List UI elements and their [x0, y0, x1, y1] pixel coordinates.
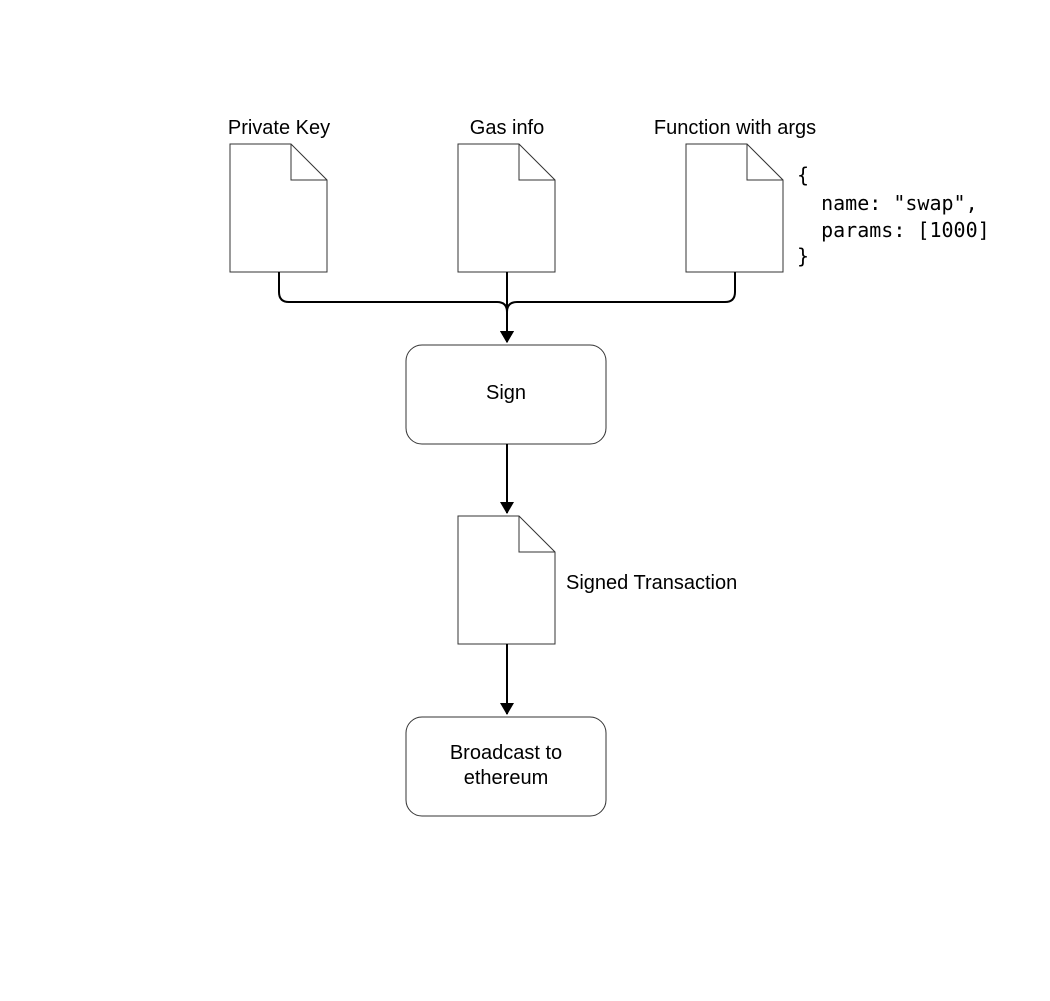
- code-line-params: params: [1000]: [797, 218, 990, 242]
- code-line-name: name: "swap",: [797, 191, 978, 215]
- function-with-args-label: Function with args: [653, 117, 817, 139]
- broadcast-label: Broadcast to ethereum: [406, 741, 606, 791]
- code-line-open: {: [797, 163, 810, 187]
- signed-transaction-label: Signed Transaction: [566, 572, 738, 594]
- broadcast-label-line1: Broadcast to: [449, 742, 563, 764]
- gas-info-document-icon: [457, 143, 556, 273]
- gas-info-label: Gas info: [469, 117, 545, 139]
- broadcast-label-line2: ethereum: [463, 767, 549, 789]
- function-document-icon: [685, 143, 784, 273]
- connector-function: [500, 272, 736, 343]
- sign-label: Sign: [485, 382, 527, 404]
- private-key-label: Private Key: [227, 117, 331, 139]
- signed-transaction-document-icon: [457, 515, 556, 645]
- private-key-document-icon: [229, 143, 328, 273]
- code-line-close: }: [797, 244, 810, 268]
- connector-private-key: [278, 272, 514, 343]
- broadcast-process-box: [405, 716, 607, 817]
